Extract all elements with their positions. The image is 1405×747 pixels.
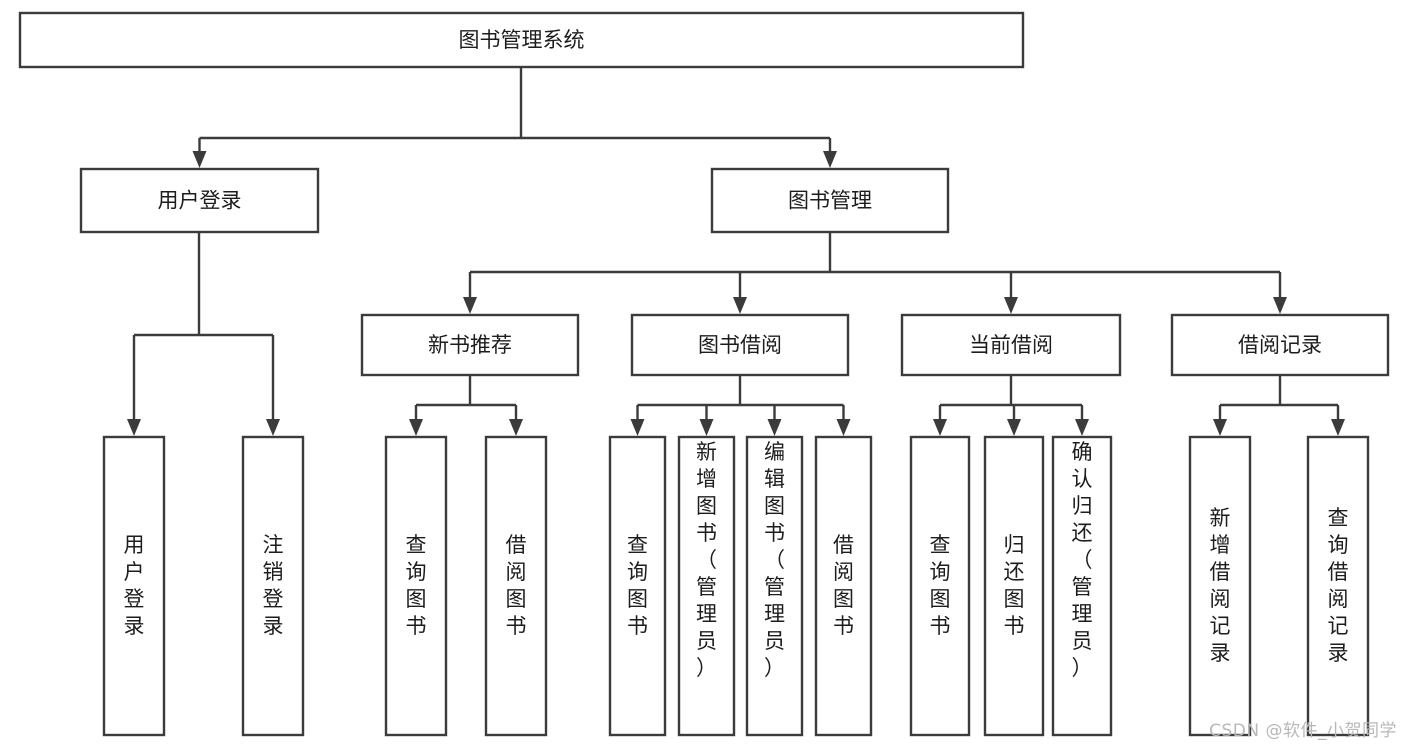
node-box-new-book-rec bbox=[360, 313, 580, 377]
node-leaf-bb-add[interactable]: 新增图书（管理员） bbox=[677, 435, 736, 737]
node-label-leaf-cb-query: 查询图书 bbox=[930, 533, 951, 638]
node-box-leaf-cb-query bbox=[909, 435, 971, 737]
node-label-leaf-br-add: 新增借阅记录 bbox=[1210, 506, 1231, 665]
node-box-leaf-br-add bbox=[1188, 435, 1252, 737]
node-label-leaf-cb-return: 归还图书 bbox=[1004, 533, 1025, 638]
node-box-current-borrow bbox=[900, 313, 1122, 377]
node-leaf-bb-edit[interactable]: 编辑图书（管理员） bbox=[745, 435, 804, 737]
node-box-leaf-bb-add bbox=[677, 435, 736, 737]
node-box-leaf-bb-borrow bbox=[814, 435, 873, 737]
node-label-book-borrow: 图书借阅 bbox=[698, 333, 782, 357]
node-leaf-rec-query[interactable]: 查询图书 bbox=[384, 435, 448, 737]
node-root[interactable]: 图书管理系统 bbox=[18, 11, 1025, 69]
node-label-leaf-bb-edit: 编辑图书（管理员） bbox=[764, 440, 785, 680]
node-box-leaf-user-logout bbox=[241, 435, 305, 737]
node-current-borrow[interactable]: 当前借阅 bbox=[900, 313, 1122, 377]
node-leaf-cb-query[interactable]: 查询图书 bbox=[909, 435, 971, 737]
node-label-book-manage: 图书管理 bbox=[788, 189, 872, 213]
node-label-new-book-rec: 新书推荐 bbox=[428, 333, 512, 357]
node-label-leaf-br-query: 查询借阅记录 bbox=[1328, 506, 1349, 665]
node-box-leaf-bb-query bbox=[608, 435, 667, 737]
node-box-root bbox=[18, 11, 1025, 69]
node-box-user-login bbox=[79, 167, 320, 234]
node-leaf-user-login[interactable]: 用户登录 bbox=[102, 435, 166, 737]
node-leaf-bb-borrow[interactable]: 借阅图书 bbox=[814, 435, 873, 737]
node-label-leaf-bb-add: 新增图书（管理员） bbox=[696, 440, 717, 680]
nodes-layer: 图书管理系统用户登录图书管理新书推荐图书借阅当前借阅借阅记录用户登录注销登录查询… bbox=[18, 11, 1390, 737]
node-box-leaf-cb-confirm bbox=[1051, 435, 1113, 737]
node-book-borrow[interactable]: 图书借阅 bbox=[630, 313, 850, 377]
node-leaf-rec-borrow[interactable]: 借阅图书 bbox=[484, 435, 548, 737]
node-new-book-rec[interactable]: 新书推荐 bbox=[360, 313, 580, 377]
node-box-leaf-rec-borrow bbox=[484, 435, 548, 737]
node-box-leaf-bb-edit bbox=[745, 435, 804, 737]
node-label-current-borrow: 当前借阅 bbox=[969, 333, 1053, 357]
node-box-leaf-br-query bbox=[1306, 435, 1370, 737]
node-box-borrow-record bbox=[1170, 313, 1390, 377]
node-label-leaf-rec-borrow: 借阅图书 bbox=[506, 533, 527, 638]
edges-layer bbox=[127, 67, 1345, 436]
node-leaf-cb-confirm[interactable]: 确认归还（管理员） bbox=[1051, 435, 1113, 737]
node-box-leaf-user-login bbox=[102, 435, 166, 737]
node-user-login[interactable]: 用户登录 bbox=[79, 167, 320, 234]
node-leaf-cb-return[interactable]: 归还图书 bbox=[983, 435, 1045, 737]
node-label-leaf-cb-confirm: 确认归还（管理员） bbox=[1072, 440, 1093, 680]
node-label-borrow-record: 借阅记录 bbox=[1238, 333, 1322, 357]
node-box-leaf-rec-query bbox=[384, 435, 448, 737]
node-leaf-bb-query[interactable]: 查询图书 bbox=[608, 435, 667, 737]
node-label-leaf-bb-query: 查询图书 bbox=[627, 533, 648, 638]
node-leaf-user-logout[interactable]: 注销登录 bbox=[241, 435, 305, 737]
node-label-user-login: 用户登录 bbox=[158, 189, 242, 213]
node-borrow-record[interactable]: 借阅记录 bbox=[1170, 313, 1390, 377]
node-leaf-br-query[interactable]: 查询借阅记录 bbox=[1306, 435, 1370, 737]
node-leaf-br-add[interactable]: 新增借阅记录 bbox=[1188, 435, 1252, 737]
node-label-leaf-bb-borrow: 借阅图书 bbox=[833, 533, 854, 638]
node-box-leaf-cb-return bbox=[983, 435, 1045, 737]
node-book-manage[interactable]: 图书管理 bbox=[710, 167, 950, 234]
node-label-leaf-user-login: 用户登录 bbox=[124, 533, 145, 638]
node-label-leaf-user-logout: 注销登录 bbox=[263, 533, 284, 638]
node-label-root: 图书管理系统 bbox=[459, 28, 585, 52]
node-box-book-manage bbox=[710, 167, 950, 234]
node-label-leaf-rec-query: 查询图书 bbox=[406, 533, 427, 638]
node-box-book-borrow bbox=[630, 313, 850, 377]
